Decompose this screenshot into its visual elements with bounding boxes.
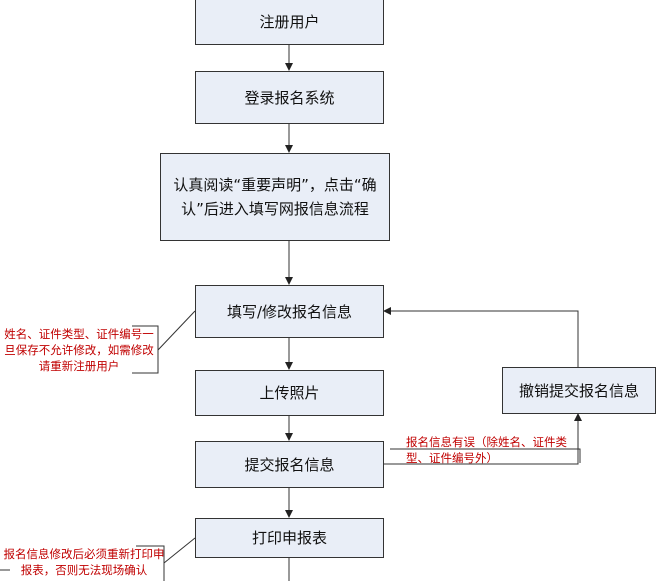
arrow-6-side: [383, 413, 582, 465]
step-label: 填写/修改报名信息: [226, 302, 353, 321]
step-label: 撤销提交报名信息: [518, 381, 639, 400]
note-leader-1: [157, 310, 196, 351]
note-edit-restriction: 姓名、证件类型、证件编号一旦保存不允许修改，如需修改请重新注册用户: [4, 327, 154, 373]
step-label: 登录报名系统: [244, 88, 335, 107]
step-fill-info: 填写/修改报名信息: [195, 285, 384, 338]
step-label: 上传照片: [259, 384, 320, 402]
note-bracket-2: [390, 448, 581, 463]
note-bracket-3: [136, 545, 165, 581]
step-label: 注册用户: [259, 13, 320, 31]
step-label: 打印申报表: [251, 529, 327, 547]
note-reprint: 报名信息修改后必须重新打印申报表，否则无法现场确认: [3, 547, 165, 577]
arrow-side-4: [383, 307, 579, 367]
step-revoke-submission: 撤销提交报名信息: [502, 367, 656, 414]
note-leader-3: [163, 537, 196, 564]
step-read-declaration: 认真阅读“重要声明”，点击“确认”后进入填写网报信息流程: [160, 153, 390, 241]
note-error-condition: 报名信息有误（除姓名、证件类型、证件编号外）: [406, 435, 567, 465]
step-upload-photo: 上传照片: [195, 370, 384, 416]
step-register: 注册用户: [195, 0, 384, 45]
step-label: 提交报名信息: [244, 455, 335, 474]
step-label: 认真阅读“重要声明”，点击“确认”后进入填写网报信息流程: [173, 176, 377, 218]
step-login: 登录报名系统: [195, 71, 384, 124]
step-submit-info: 提交报名信息: [195, 441, 384, 488]
step-print-form: 打印申报表: [195, 518, 384, 558]
